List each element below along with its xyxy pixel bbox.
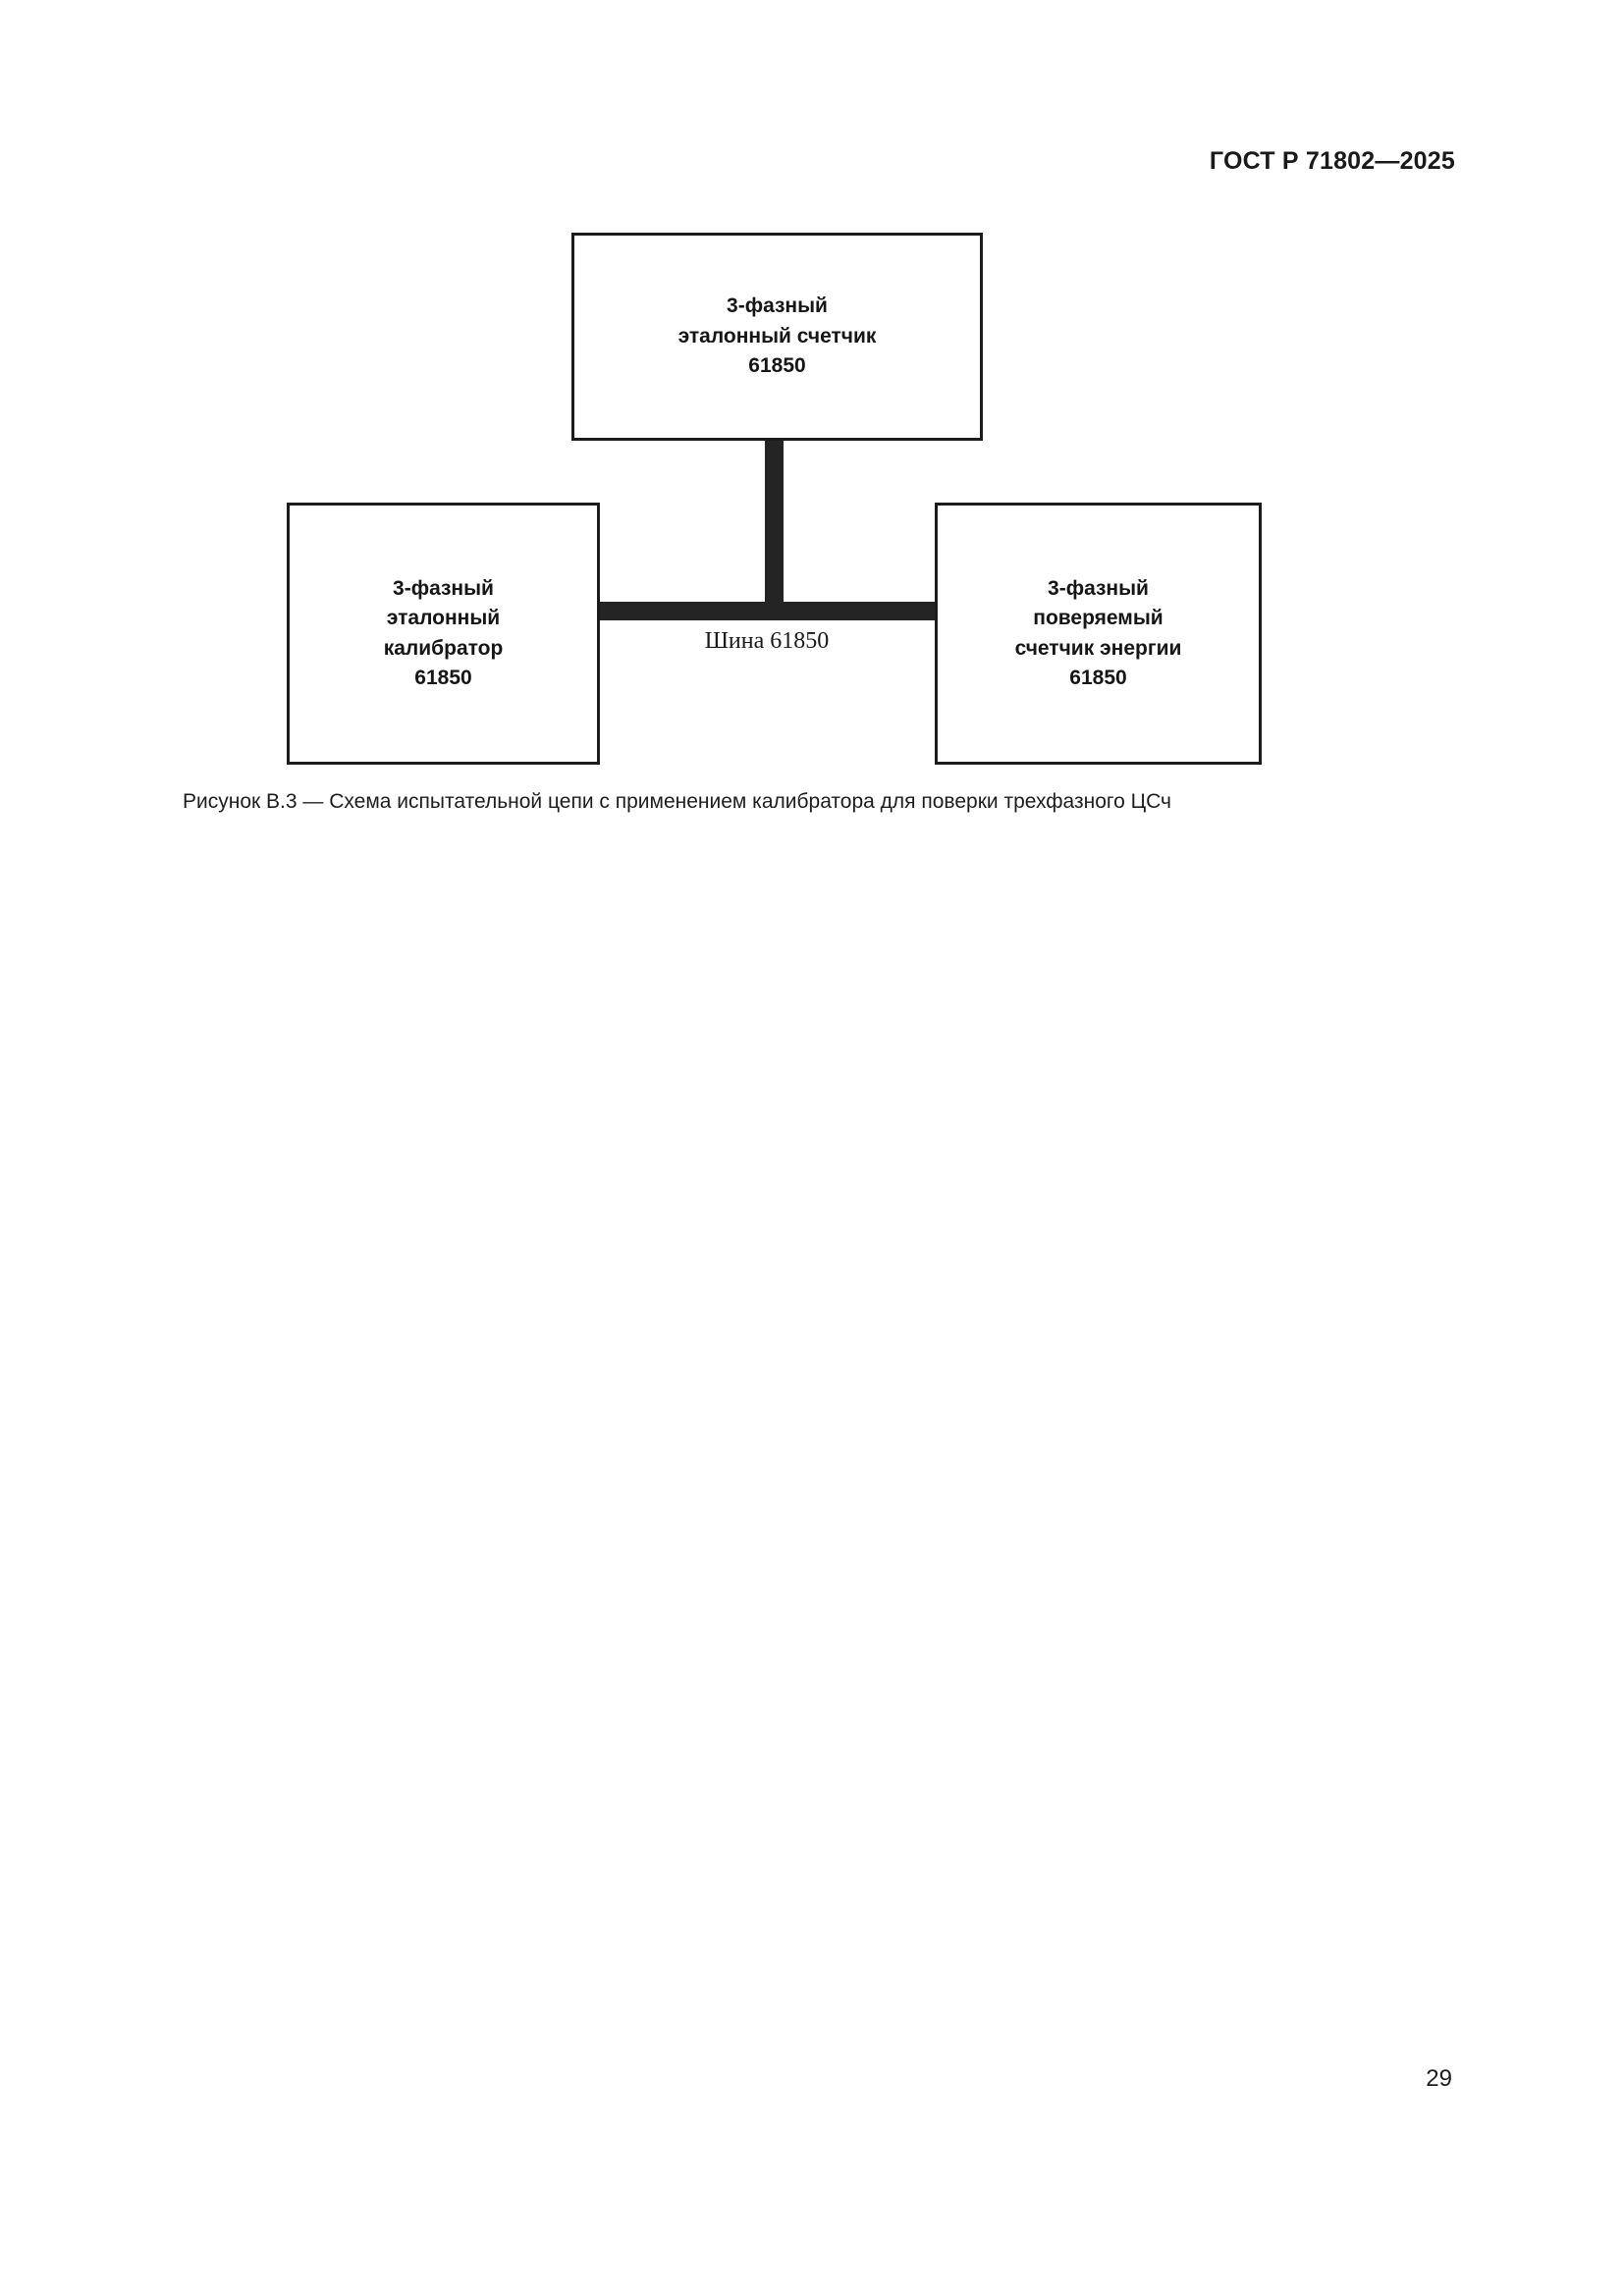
node-device-under-test-meter: 3-фазный поверяемый счетчик энергии 6185… [935, 503, 1262, 765]
node-reference-meter-line-1: 3-фазный [727, 294, 828, 318]
figure-v3-diagram: Шина 61850 3-фазный эталонный счетчик 61… [0, 0, 1624, 883]
bus-connector-vertical [765, 437, 784, 609]
node-calibrator-line-1: 3-фазный [393, 576, 494, 600]
node-calibrator-line-4: 61850 [414, 666, 472, 689]
figure-caption: Рисунок В.3 — Схема испытательной цепи с… [183, 790, 1171, 813]
bus-connector-horizontal [597, 602, 937, 620]
node-reference-meter-line-3: 61850 [748, 354, 806, 378]
document-header-standard-number: ГОСТ Р 71802—2025 [1209, 147, 1455, 175]
node-dut-meter-line-2: поверяемый [1033, 607, 1164, 630]
node-dut-meter-line-1: 3-фазный [1048, 576, 1149, 600]
node-reference-meter: 3-фазный эталонный счетчик 61850 [571, 233, 983, 441]
node-calibrator-line-2: эталонный [386, 607, 501, 630]
page-number: 29 [1426, 2065, 1452, 2092]
bus-label: Шина 61850 [704, 628, 830, 654]
node-dut-meter-line-4: 61850 [1069, 666, 1127, 689]
node-reference-calibrator: 3-фазный эталонный калибратор 61850 [287, 503, 600, 765]
node-reference-meter-line-2: эталонный счетчик [677, 324, 877, 347]
node-calibrator-line-3: калибратор [383, 636, 504, 660]
node-dut-meter-line-3: счетчик энергии [1014, 636, 1182, 660]
